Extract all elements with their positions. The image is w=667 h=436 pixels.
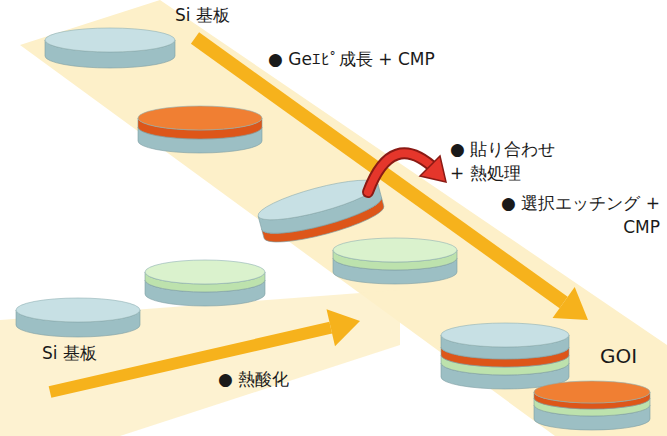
wafer-surface (45, 28, 175, 52)
wafers (16, 28, 650, 430)
step-label: ● 選択エッチング + CMP (492, 192, 660, 240)
step-label: ● Geｴﾋﾟ成長 + CMP (268, 48, 435, 72)
step-label: ● 熱酸化 (218, 368, 289, 392)
wafer-surface (145, 260, 265, 284)
wafer (441, 323, 569, 389)
wafer (333, 238, 457, 284)
flow-arrow-head (553, 287, 588, 320)
substrate-label: Si 基板 (175, 4, 230, 28)
flow-arrows (50, 38, 588, 392)
wafer-surface (255, 172, 381, 227)
wafer-surface (534, 381, 650, 403)
substrate-label: Si 基板 (42, 342, 97, 366)
flip-arrow-head (420, 156, 446, 182)
step-label: ● 貼り合わせ + 熱処理 (450, 138, 574, 186)
flow-arrow-head (327, 309, 360, 346)
process-band (20, 0, 667, 436)
wafer (534, 381, 650, 430)
wafer (138, 106, 262, 153)
wafer-surface (333, 238, 457, 262)
wafer (16, 298, 140, 337)
process-band (0, 290, 400, 436)
wafer (145, 260, 265, 306)
wafer (45, 28, 175, 68)
result-label: GOI (600, 342, 637, 370)
wafer-surface (16, 298, 140, 322)
wafer-surface (138, 106, 262, 130)
wafer-surface (441, 323, 569, 347)
